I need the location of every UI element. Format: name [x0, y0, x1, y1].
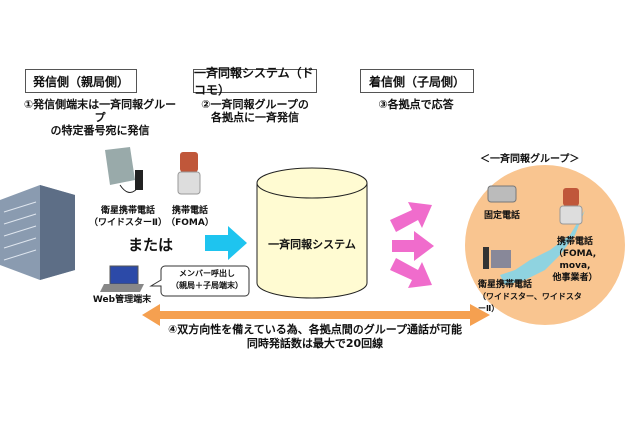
mobile-model: （FOMA） [166, 218, 214, 228]
fixed-phone-label: 固定電話 [483, 211, 520, 221]
mobile-name: 携帯電話 [171, 206, 208, 216]
group-sat-phone-icon [483, 247, 511, 269]
system-label: 一斉同報システム [268, 238, 356, 251]
bottom-note: ④双方向性を備えている為、各拠点間のグループ通話が可能同時発話数は最大で20回線 [140, 323, 490, 351]
bubble-line1: メンバー呼出し [179, 269, 235, 278]
laptop-icon [100, 265, 144, 292]
step2: ②一斉同報グループの各拠点に一斉発信 [190, 98, 320, 124]
double-arrow-orange [142, 304, 490, 326]
group-title: ＜一斉同報グループ＞ [480, 154, 580, 165]
step1-line1: ①発信側端末は一斉同報グループ [23, 98, 177, 124]
mobile-phone-icon [177, 152, 201, 195]
cylinder-system [256, 167, 368, 299]
sat-phone-model: （ワイドスターⅡ） [89, 218, 167, 228]
sat-phone-name: 衛星携帯電話 [100, 206, 155, 216]
or-label: または [128, 236, 174, 254]
pink-arrows [390, 202, 434, 288]
bottom-line2: 同時発話数は最大で20回線 [246, 337, 384, 350]
sender-header: 発信側（親局側） [25, 69, 137, 93]
group-mobile-detail2: 他事業者） [552, 273, 598, 283]
satellite-phone-icon [105, 147, 143, 193]
step2-line1: ②一斉同報グループの [201, 98, 309, 111]
step3: ③各拠点で応答 [378, 98, 454, 111]
fax-icon [487, 185, 517, 203]
step2-line2: 各拠点に一斉発信 [211, 111, 299, 124]
bubble-line2: （親局＋子局端末） [171, 281, 243, 290]
sat-phone-label: 衛星携帯電話 （ワイドスターⅡ） [88, 205, 168, 229]
web-terminal-label: Web管理端末 [92, 295, 152, 305]
speech-bubble [149, 265, 250, 297]
building-icon [0, 185, 75, 280]
cyan-arrow [205, 226, 247, 260]
receiver-header: 着信側（子局側） [360, 69, 474, 93]
group-sat-name: 衛星携帯電話 [478, 280, 533, 290]
step1-line2: の特定番号宛に発信 [50, 124, 150, 137]
group-mobile-icon [559, 188, 583, 225]
group-sat-label: 衛星携帯電話 （ワイドスター、ワイドスターⅡ） [478, 279, 588, 315]
mobile-label: 携帯電話 （FOMA） [165, 205, 215, 229]
group-mobile-detail1: （FOMA, mova, [553, 249, 597, 271]
bottom-line1: ④双方向性を備えている為、各拠点間のグループ通話が可能 [167, 323, 463, 336]
group-mobile-name: 携帯電話 [556, 237, 593, 247]
group-sat-detail: （ワイドスター、ワイドスターⅡ） [478, 292, 582, 313]
bubble-text: メンバー呼出し （親局＋子局端末） [165, 268, 249, 292]
step1: ①発信側端末は一斉同報グループの特定番号宛に発信 [20, 98, 180, 137]
japan-map [500, 190, 590, 285]
group-mobile-label: 携帯電話 （FOMA, mova, 他事業者） [540, 236, 610, 284]
